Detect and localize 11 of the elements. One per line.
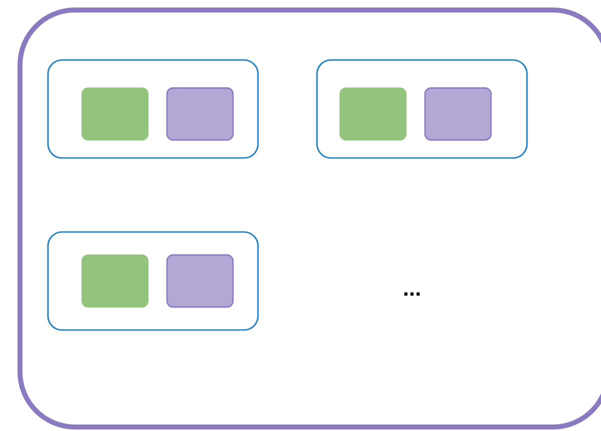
tile (82, 88, 148, 140)
group-box (47, 231, 259, 331)
tile (166, 254, 234, 308)
tile (340, 88, 406, 140)
group-box (47, 59, 259, 159)
group-box (316, 59, 528, 159)
ellipsis-text: ... (404, 292, 420, 296)
container-box (18, 8, 601, 430)
tile (82, 254, 148, 308)
tile (424, 87, 492, 141)
tile (166, 87, 234, 141)
